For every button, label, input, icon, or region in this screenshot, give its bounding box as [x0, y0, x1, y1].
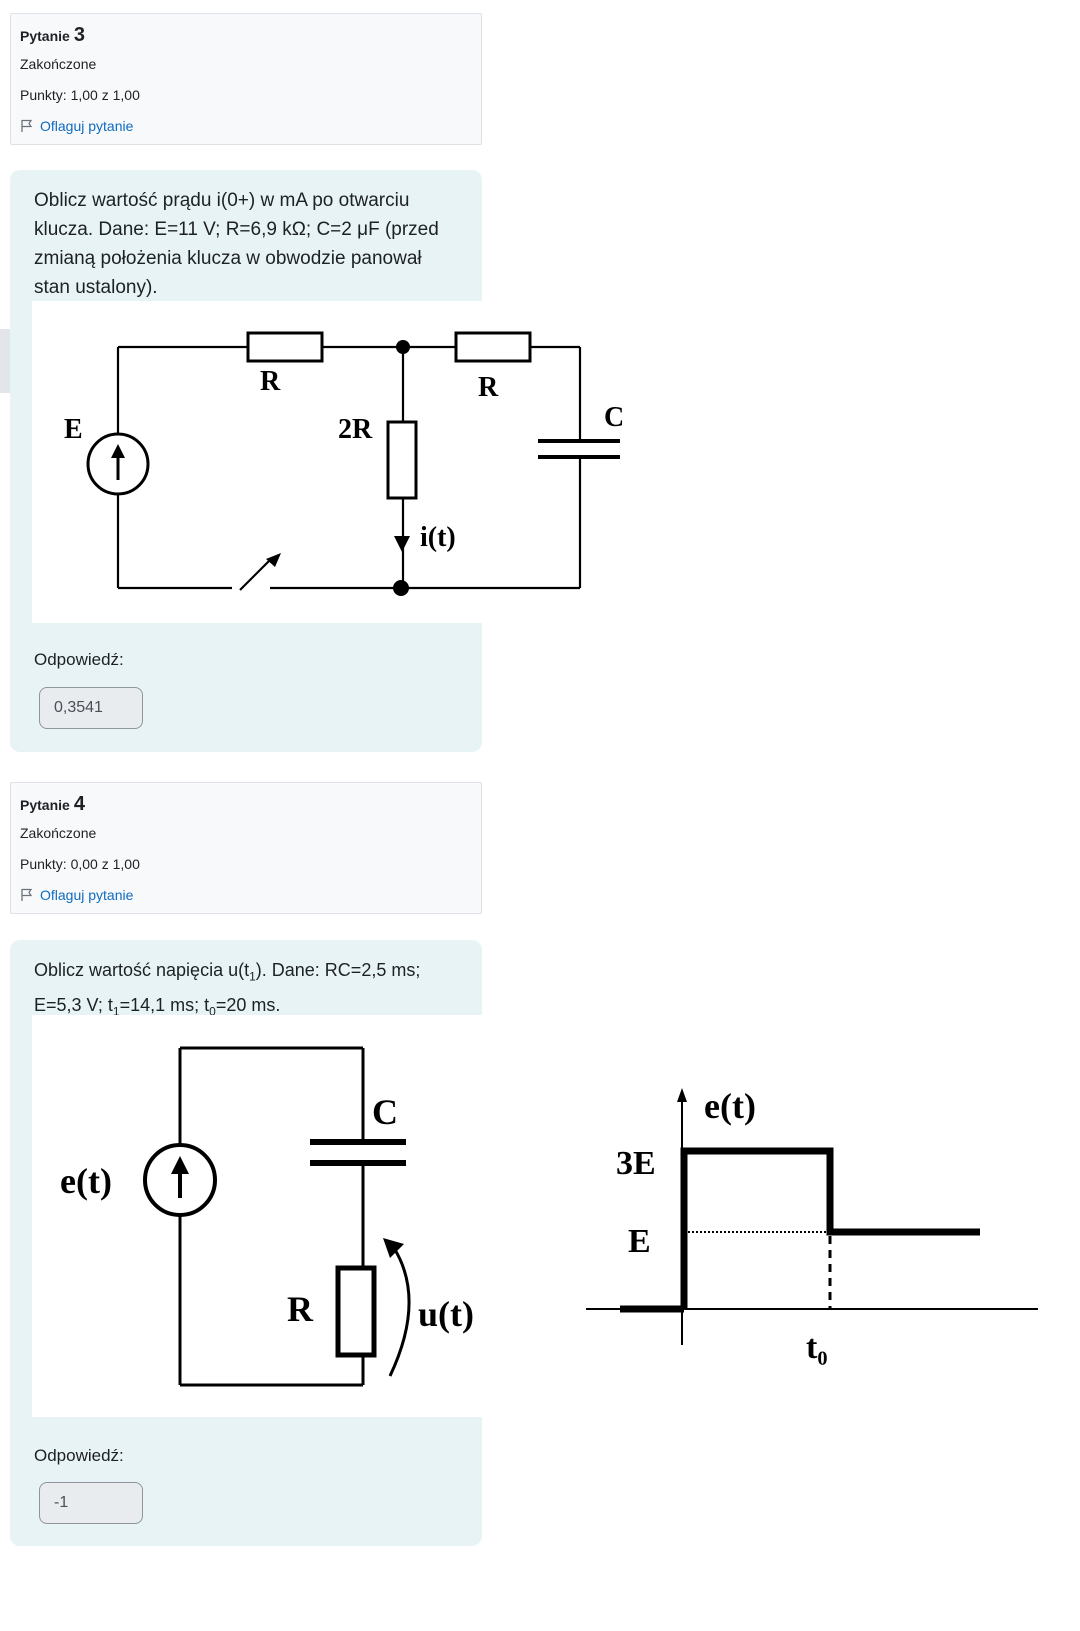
question-grade: Punkty: 1,00 z 1,00 [20, 87, 140, 103]
text-subscript: 0 [209, 1004, 216, 1019]
flag-label: Oflaguj pytanie [40, 118, 134, 134]
text-subscript: 1 [112, 1004, 120, 1019]
question-number: 4 [73, 793, 85, 815]
answer-input[interactable]: -1 [39, 1482, 143, 1524]
graph-y-label: e(t) [704, 1086, 756, 1126]
text-subscript: 1 [249, 969, 256, 984]
text-part: ). Dane: RC=2,5 ms; E=5,3 V; t [34, 960, 421, 1015]
question-label: Pytanie [20, 28, 70, 44]
label-c: C [604, 402, 624, 433]
question-label: Pytanie [20, 797, 70, 813]
level-e-label: E [628, 1223, 651, 1260]
level-3e-label: 3E [616, 1145, 656, 1182]
text-part: Oblicz wartość napięcia u(t [34, 960, 250, 980]
question-text: Oblicz wartość prądu i(0+) w mA po otwar… [34, 190, 439, 298]
circuit-figure [32, 1015, 482, 1417]
answer-input[interactable]: 0,3541 [39, 687, 143, 729]
text-part: =14,1 ms; t [119, 994, 210, 1015]
question-3-content: Oblicz wartość prądu i(0+) w mA po otwar… [10, 170, 482, 752]
question-4-content: Oblicz wartość napięcia u(t1). Dane: RC=… [10, 940, 482, 1546]
flag-icon [21, 888, 33, 901]
flag-question-link[interactable]: Oflaguj pytanie [20, 118, 133, 134]
question-text: Oblicz wartość napięcia u(t1). Dane: RC=… [34, 956, 458, 1025]
question-number: 3 [73, 24, 85, 46]
question-status: Zakończone [20, 56, 97, 72]
circuit-figure [32, 301, 482, 623]
question-status: Zakończone [20, 825, 97, 841]
answer-label: Odpowiedź: [34, 1446, 124, 1465]
answer-label: Odpowiedź: [34, 650, 124, 669]
flag-question-link[interactable]: Oflaguj pytanie [20, 887, 133, 903]
question-grade: Punkty: 0,00 z 1,00 [20, 856, 140, 872]
flag-icon [21, 119, 33, 132]
flag-label: Oflaguj pytanie [40, 887, 134, 903]
t0-label: t₀ [806, 1329, 828, 1366]
text-part: =20 ms. [215, 994, 281, 1015]
waveform-graph: e(t) 3E E t₀ [586, 1086, 1038, 1366]
